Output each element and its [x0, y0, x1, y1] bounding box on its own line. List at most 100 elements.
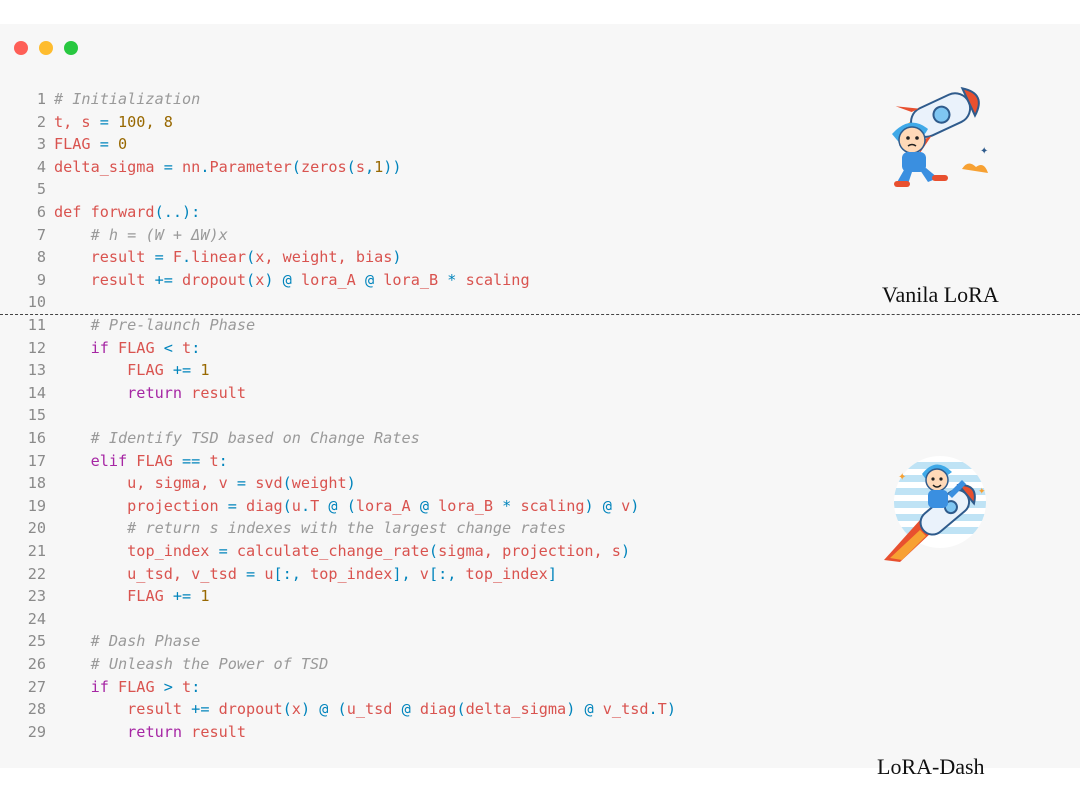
code-line: 9 result += dropout(x) @ lora_A @ lora_B…	[0, 269, 530, 291]
code-token: >	[163, 677, 173, 696]
code-token: scaling	[511, 496, 585, 515]
line-number: 27	[27, 677, 46, 696]
code-token: if	[90, 677, 109, 696]
code-token: linear	[191, 248, 247, 267]
code-token: t	[200, 451, 219, 470]
code-token: # Dash Phase	[90, 632, 201, 651]
code-token: @	[364, 270, 375, 289]
line-number: 24	[27, 609, 46, 628]
code-token	[54, 361, 127, 379]
code-token: lora_B	[374, 270, 448, 289]
code-token: v	[419, 564, 429, 583]
code-token: (	[337, 700, 347, 719]
close-window-dot[interactable]	[14, 41, 28, 55]
code-token: .	[200, 157, 210, 176]
code-token: result	[90, 270, 155, 289]
code-token: [:,	[273, 564, 311, 583]
code-token: *	[502, 496, 512, 515]
code-token: v_tsd	[602, 700, 649, 719]
code-token: # return s indexes with the largest chan…	[127, 519, 567, 538]
code-token: (	[337, 496, 356, 515]
line-number: 11	[27, 316, 46, 334]
code-token: weight	[291, 474, 347, 493]
code-line: 29 return result	[0, 721, 246, 743]
code-token: =	[99, 112, 109, 131]
code-line: 26 # Unleash the Power of TSD	[0, 653, 329, 675]
line-number: 7	[36, 225, 46, 244]
code-token: Parameter	[209, 157, 292, 176]
minimize-window-dot[interactable]	[39, 41, 53, 55]
code-token: =	[163, 157, 173, 176]
code-token	[54, 587, 127, 605]
code-line: 27 if FLAG > t:	[0, 676, 201, 698]
code-token: lora_B	[429, 496, 503, 515]
line-number: 19	[27, 496, 46, 515]
line-number: 1	[36, 90, 46, 108]
code-line: 16 # Identify TSD based on Change Rates	[0, 427, 420, 449]
zoom-window-dot[interactable]	[64, 41, 78, 55]
code-token: diag	[410, 700, 457, 719]
code-token: lora_A	[300, 270, 365, 289]
rocket-rider-illustration: ✦ ✦	[884, 456, 986, 562]
line-number: 20	[27, 519, 46, 538]
code-token: FLAG	[54, 135, 100, 154]
code-token: u_tsd	[346, 700, 402, 719]
code-token: FLAG	[127, 587, 173, 606]
code-token: 0	[108, 135, 128, 154]
code-token: result	[90, 248, 155, 267]
code-token	[54, 339, 91, 357]
code-token: top_index	[465, 564, 548, 583]
code-token: @	[401, 700, 411, 719]
line-number: 9	[36, 270, 46, 289]
line-number: 29	[27, 722, 46, 741]
code-token: .	[300, 496, 311, 515]
code-token: result	[182, 722, 247, 741]
code-token: (	[428, 542, 439, 560]
code-token: zeros	[300, 157, 347, 176]
code-line: 8 result = F.linear(x, weight, bias)	[0, 246, 402, 268]
code-token: )	[584, 496, 594, 515]
code-token: nn	[172, 157, 201, 176]
code-token: <	[163, 338, 173, 357]
code-token: calculate_change_rate	[227, 542, 429, 560]
code-token: FLAG	[127, 361, 173, 380]
line-number: 15	[27, 406, 46, 425]
code-token: u, sigma, v	[127, 474, 237, 493]
rocket-carrier-illustration: ✦	[892, 86, 988, 187]
code-token	[54, 226, 91, 244]
code-token	[54, 497, 127, 515]
code-token: top_index	[310, 564, 393, 583]
code-token	[54, 723, 127, 741]
code-token	[54, 384, 127, 402]
code-token: u	[255, 564, 274, 583]
code-token: =	[218, 542, 228, 560]
code-token: @	[328, 496, 338, 515]
svg-text:✦: ✦	[898, 472, 906, 483]
code-token: v	[621, 496, 631, 515]
line-number: 6	[36, 203, 46, 221]
code-token: @	[310, 700, 338, 719]
code-line: 18 u, sigma, v = svd(weight)	[0, 472, 356, 494]
code-token: def forward	[54, 203, 155, 221]
code-token: result	[127, 700, 192, 719]
code-token: +=	[154, 270, 173, 289]
code-token: T	[657, 700, 667, 719]
code-token: elif	[90, 451, 128, 470]
code-token: =	[236, 474, 247, 493]
code-token: :	[191, 677, 201, 696]
code-token: *	[447, 270, 457, 289]
code-token: sigma, projection, s	[438, 542, 621, 560]
code-token: projection	[127, 496, 228, 515]
code-token: ]	[547, 564, 557, 583]
code-token: =	[246, 564, 256, 583]
code-token: # Pre-launch Phase	[90, 316, 256, 334]
code-token: ))	[383, 157, 402, 176]
line-number: 10	[27, 293, 46, 312]
code-line: 11 # Pre-launch Phase	[0, 314, 255, 336]
code-token: delta_sigma	[54, 157, 164, 176]
code-token: ==	[182, 451, 201, 470]
